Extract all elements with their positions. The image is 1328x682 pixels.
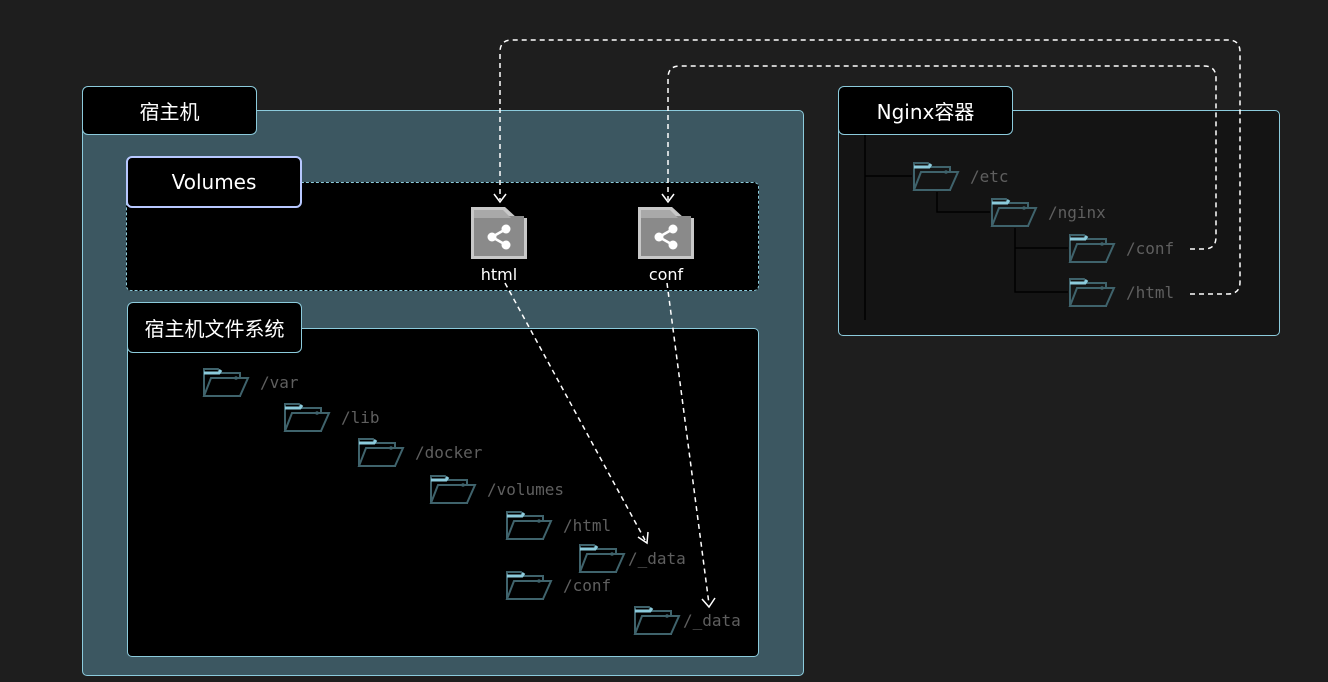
path-label: /nginx xyxy=(1048,202,1106,222)
folder-docker[interactable]: /docker xyxy=(357,436,482,468)
share-icon xyxy=(471,207,527,259)
host-title: 宿主机 xyxy=(82,86,257,135)
folder-nginx[interactable]: /nginx xyxy=(990,196,1106,228)
share-icon xyxy=(638,207,694,259)
folder-icon xyxy=(202,368,250,397)
folder-var[interactable]: /var xyxy=(202,366,299,398)
folder-volumes[interactable]: /volumes xyxy=(429,473,564,505)
volume-html-label: html xyxy=(480,265,518,284)
folder-icon xyxy=(429,475,477,504)
volume-conf-label: conf xyxy=(648,265,684,284)
path-label: /docker xyxy=(415,442,483,462)
path-label: /html xyxy=(563,515,612,535)
folder-icon xyxy=(912,162,960,191)
folder-html[interactable]: /html xyxy=(505,509,611,541)
folder-icon xyxy=(633,606,681,635)
path-label: /volumes xyxy=(487,479,565,499)
folder-icon xyxy=(578,544,626,573)
path-label: /_data xyxy=(683,610,741,630)
folder-icon xyxy=(505,571,553,600)
folder-lib[interactable]: /lib xyxy=(283,401,380,433)
path-label: /var xyxy=(260,372,299,392)
path-label: /etc xyxy=(970,166,1009,186)
folder-conf-data[interactable]: /_data xyxy=(633,604,741,636)
folder-container-html[interactable]: /html xyxy=(1068,276,1174,308)
folder-icon xyxy=(990,198,1038,227)
path-label: /conf xyxy=(1126,238,1175,258)
path-label: /lib xyxy=(341,407,380,427)
folder-icon xyxy=(505,511,553,540)
folder-container-conf[interactable]: /conf xyxy=(1068,232,1174,264)
folder-icon xyxy=(1068,234,1116,263)
path-label: /_data xyxy=(628,548,686,568)
folder-icon xyxy=(1068,278,1116,307)
volume-html[interactable]: html xyxy=(471,207,527,284)
folder-conf[interactable]: /conf xyxy=(505,569,611,601)
volume-conf[interactable]: conf xyxy=(638,207,694,284)
container-title: Nginx容器 xyxy=(838,86,1013,135)
volumes-title: Volumes xyxy=(126,156,302,208)
folder-etc[interactable]: /etc xyxy=(912,160,1009,192)
path-label: /html xyxy=(1126,282,1175,302)
path-label: /conf xyxy=(563,575,612,595)
folder-icon xyxy=(357,438,405,467)
folder-icon xyxy=(283,403,331,432)
host-fs-title: 宿主机文件系统 xyxy=(127,302,302,353)
